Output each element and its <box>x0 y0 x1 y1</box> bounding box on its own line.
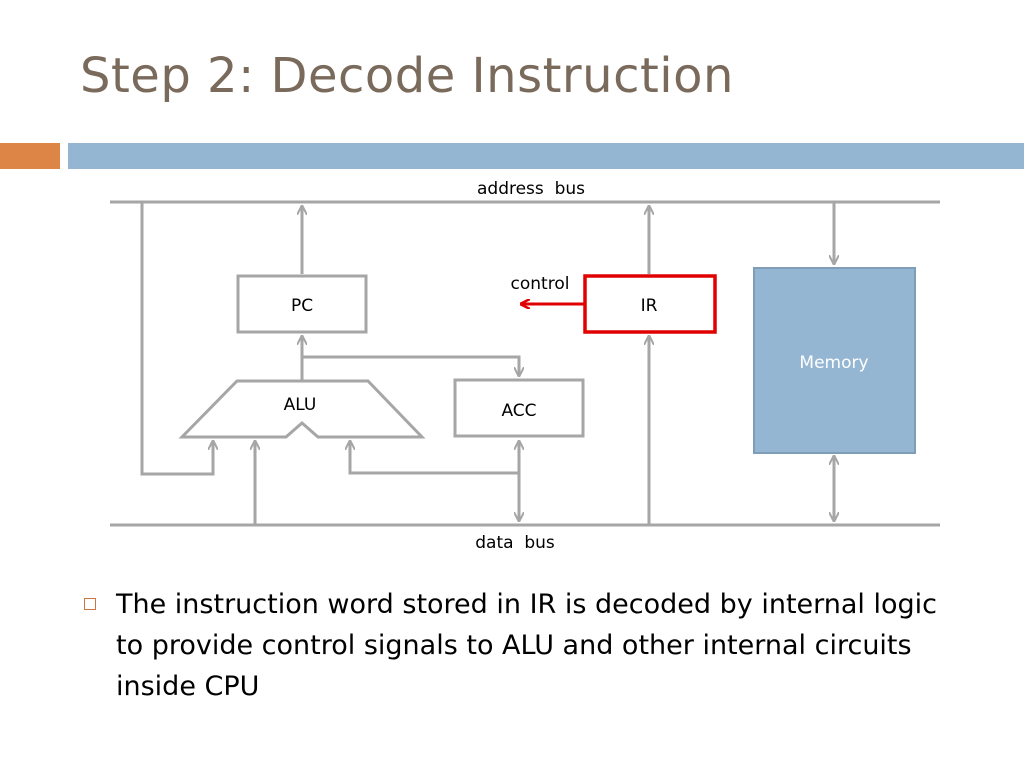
address-to-alu-wire <box>140 202 213 476</box>
memory-block <box>753 267 916 454</box>
accent-bar-blue <box>68 143 1024 169</box>
alu-to-acc-wire <box>302 355 519 376</box>
pc-label: PC <box>291 296 313 316</box>
bullet-item: The instruction word stored in IR is dec… <box>84 584 984 707</box>
pc-box <box>236 274 368 334</box>
slide-title: Step 2: Decode Instruction <box>80 48 734 104</box>
square-bullet-icon <box>84 598 96 610</box>
alu-shape <box>178 379 426 439</box>
acc-label: ACC <box>501 401 536 421</box>
memory-label: Memory <box>799 353 868 373</box>
accent-bar-orange <box>0 143 60 169</box>
address-bus-label: address bus <box>477 179 585 199</box>
ir-label: IR <box>641 296 658 316</box>
control-label: control <box>511 274 570 294</box>
data-bus-label: data bus <box>475 533 555 553</box>
bullet-text: The instruction word stored in IR is dec… <box>116 589 938 702</box>
alu-label: ALU <box>284 395 317 415</box>
acc-to-alu-wire <box>350 441 519 475</box>
acc-box <box>453 378 585 438</box>
